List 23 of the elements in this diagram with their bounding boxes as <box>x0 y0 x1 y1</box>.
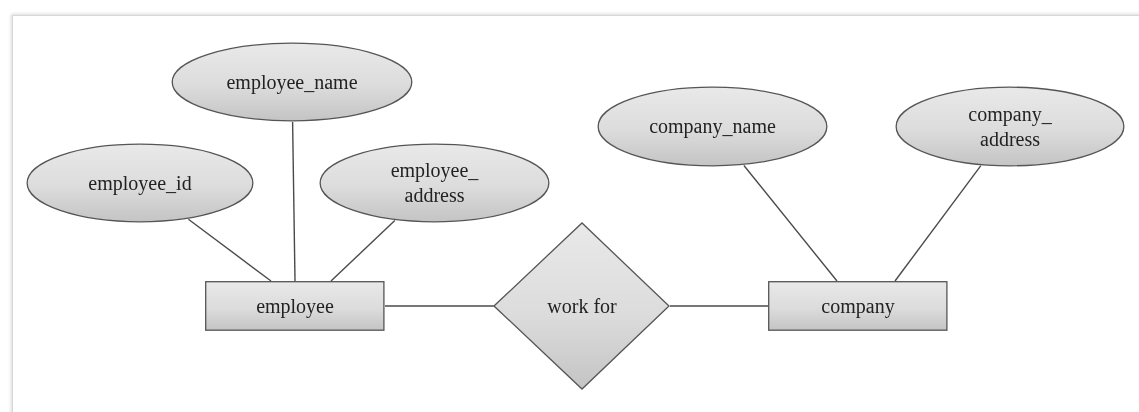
entity-rectangle <box>768 281 948 331</box>
node-label: employee_name <box>226 69 358 95</box>
attribute-ellipse <box>319 143 550 223</box>
attribute-ellipse <box>597 86 828 167</box>
node-label: work for <box>547 293 617 319</box>
attribute-ellipse <box>895 86 1125 167</box>
node-label: employee_ address <box>389 158 480 208</box>
connector-line <box>330 219 396 282</box>
node-label: company_ address <box>967 101 1053 152</box>
attribute-ellipse <box>26 143 254 223</box>
connector-line <box>894 165 982 282</box>
connector-line <box>384 305 495 307</box>
node-label: company <box>821 293 895 319</box>
attribute-ellipse <box>171 42 413 122</box>
node-label: company_name <box>649 114 776 139</box>
connector-line <box>291 121 296 282</box>
connector-line <box>669 305 769 307</box>
node-label: employee_id <box>88 170 192 196</box>
node-label: employee <box>256 293 334 319</box>
entity-rectangle <box>205 281 385 331</box>
connector-line <box>187 218 272 282</box>
connector-line <box>743 164 838 282</box>
relationship-diamond <box>494 222 670 390</box>
